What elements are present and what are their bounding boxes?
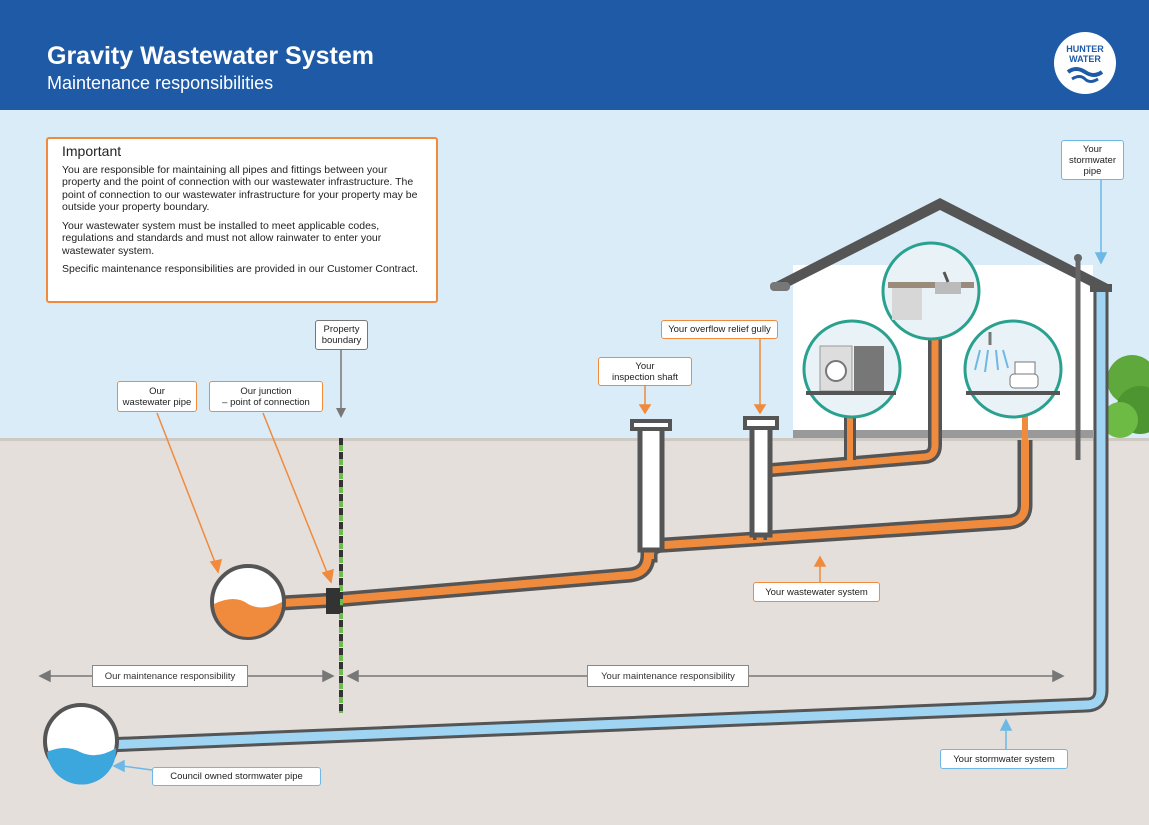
callout-arrows [156, 338, 827, 584]
wastewater-main-cross-section [210, 564, 286, 640]
your-maintenance-responsibility-label: Your maintenance responsibility [587, 665, 749, 687]
laundry-icon [802, 319, 902, 419]
our-junction-label: Our junction – point of connection [209, 381, 323, 412]
important-paragraph-1: You are responsible for maintaining all … [62, 163, 418, 214]
bathroom-icon [963, 319, 1063, 419]
page-subtitle: Maintenance responsibilities [47, 73, 274, 93]
logo-wave-icon [1066, 67, 1104, 83]
your-stormwater-system-label: Your stormwater system [940, 749, 1068, 769]
inspection-shaft-label: Your inspection shaft [598, 357, 692, 386]
kitchen-sink-icon [881, 241, 981, 341]
our-maintenance-responsibility-label: Our maintenance responsibility [92, 665, 248, 687]
logo-text: HUNTER WATER [1066, 44, 1104, 64]
stormwater-arrows [112, 180, 1108, 773]
important-heading: Important [62, 143, 122, 159]
council-stormwater-cross-section [43, 703, 119, 785]
bush-icon [1102, 355, 1149, 438]
important-paragraph-3: Specific maintenance responsibilities ar… [62, 263, 419, 275]
stormwater-pipe-label: Your stormwater pipe [1061, 140, 1124, 180]
property-boundary-label: Property boundary [315, 320, 368, 350]
page-title: Gravity Wastewater System [47, 42, 375, 70]
header-bar: Gravity Wastewater System Maintenance re… [0, 0, 1149, 110]
council-stormwater-pipe-label: Council owned stormwater pipe [152, 767, 321, 786]
overflow-relief-gully-label: Your overflow relief gully [661, 320, 778, 339]
inspection-shaft [630, 419, 672, 553]
important-paragraph-2: Your wastewater system must be installed… [62, 219, 382, 257]
stormwater-pipe [104, 284, 1112, 753]
hunter-water-logo: HUNTER WATER [1054, 32, 1116, 94]
important-notice: Important You are responsible for mainta… [46, 137, 438, 303]
junction-fitting [326, 588, 340, 614]
overflow-relief-gully [743, 416, 779, 538]
your-wastewater-system-label: Your wastewater system [753, 582, 880, 602]
our-wastewater-pipe-label: Our wastewater pipe [117, 381, 197, 412]
